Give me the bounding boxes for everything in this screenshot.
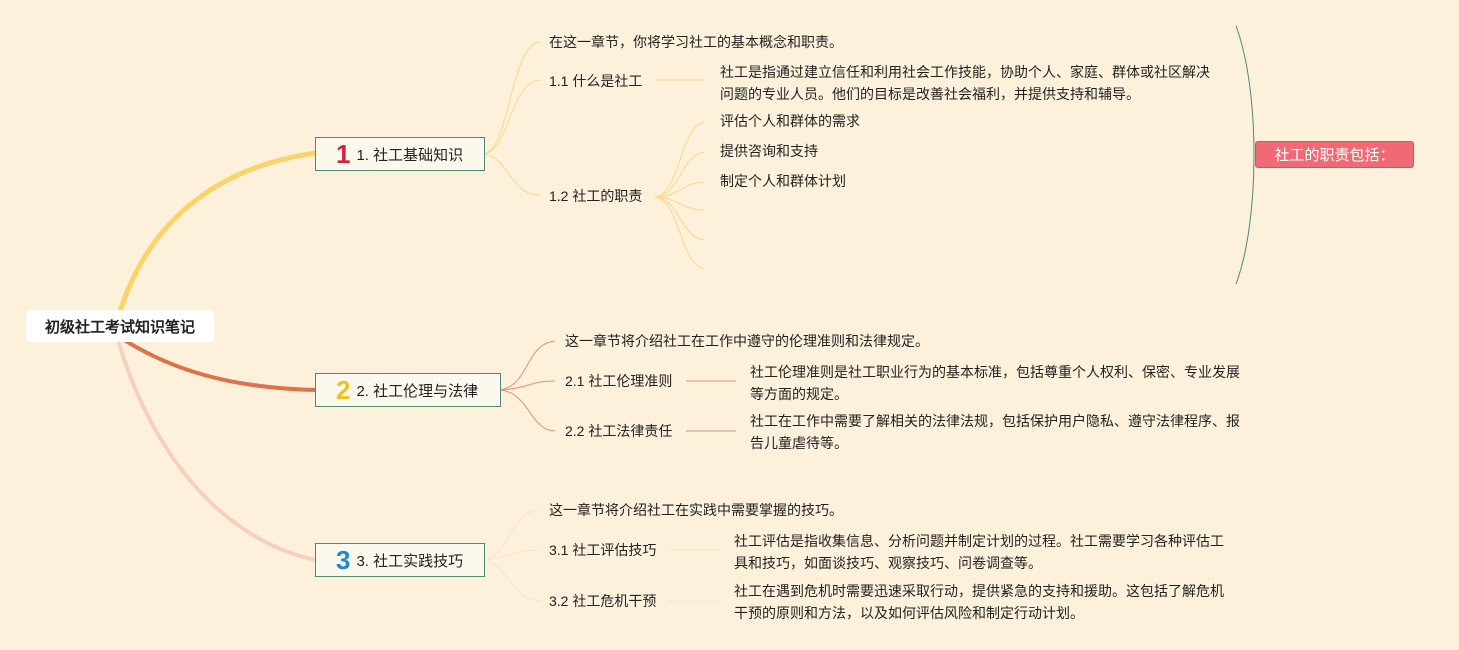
section-2-2-title[interactable]: 2.2 社工法律责任 — [565, 423, 673, 439]
chapter1-links — [483, 41, 706, 270]
section-1-2-title[interactable]: 1.2 社工的职责 — [549, 188, 643, 204]
duty-item-3[interactable]: 制定个人和群体计划 — [720, 173, 846, 189]
section-1-1-title[interactable]: 1.1 什么是社工 — [549, 73, 643, 89]
chapter-3-topic[interactable]: 3 3. 社工实践技巧 — [315, 543, 485, 577]
chapter-title: 3. 社工实践技巧 — [356, 552, 464, 570]
chapter-1-intro[interactable]: 在这一章节，你将学习社工的基本概念和职责。 — [549, 34, 843, 50]
chapter-title: 1. 社工基础知识 — [356, 146, 464, 164]
number-1-icon: 1 — [336, 139, 351, 169]
section-3-2-title[interactable]: 3.2 社工危机干预 — [549, 593, 657, 609]
root-topic[interactable]: 初级社工考试知识笔记 — [26, 310, 214, 342]
section-2-1-text[interactable]: 社工伦理准则是社工职业行为的基本标准，包括尊重个人权利、保密、专业发展等方面的规… — [750, 364, 1240, 402]
chapter3-links — [483, 509, 720, 602]
branch-line-2 — [116, 334, 317, 392]
root-title: 初级社工考试知识笔记 — [44, 318, 195, 336]
duty-item-2[interactable]: 提供咨询和支持 — [720, 143, 818, 159]
chapter-3-intro[interactable]: 这一章节将介绍社工在实践中需要掌握的技巧。 — [549, 502, 843, 518]
section-1-1-text[interactable]: 社工是指通过建立信任和利用社会工作技能，协助个人、家庭、群体或社区解决问题的专业… — [720, 64, 1210, 102]
section-3-1-title[interactable]: 3.1 社工评估技巧 — [549, 542, 657, 558]
branch-line-3 — [116, 339, 317, 562]
chapter-2-intro[interactable]: 这一章节将介绍社工在工作中遵守的伦理准则和法律规定。 — [565, 333, 929, 349]
branch-line-1 — [115, 150, 317, 319]
section-2-2-text[interactable]: 社工在工作中需要了解相关的法律法规，包括保护用户隐私、遵守法律程序、报告儿童虐待… — [750, 413, 1240, 451]
section-2-1-title[interactable]: 2.1 社工伦理准则 — [565, 373, 673, 389]
chapter-2-topic[interactable]: 2 2. 社工伦理与法律 — [315, 373, 501, 407]
section-3-1-text[interactable]: 社工评估是指收集信息、分析问题并制定计划的过程。社工需要学习各种评估工具和技巧，… — [734, 533, 1224, 571]
number-3-icon: 3 — [336, 545, 351, 575]
summary-bracket — [1235, 25, 1255, 285]
summary-callout[interactable]: 社工的职责包括： — [1255, 141, 1414, 168]
callout-label: 社工的职责包括： — [1274, 147, 1395, 164]
number-2-icon: 2 — [336, 375, 351, 405]
chapter2-links — [499, 340, 736, 432]
chapter-title: 2. 社工伦理与法律 — [356, 382, 479, 400]
chapter-1-topic[interactable]: 1 1. 社工基础知识 — [315, 137, 485, 171]
section-3-2-text[interactable]: 社工在遇到危机时需要迅速采取行动，提供紧急的支持和援助。这包括了解危机干预的原则… — [734, 583, 1224, 621]
duty-item-1[interactable]: 评估个人和群体的需求 — [720, 113, 860, 129]
